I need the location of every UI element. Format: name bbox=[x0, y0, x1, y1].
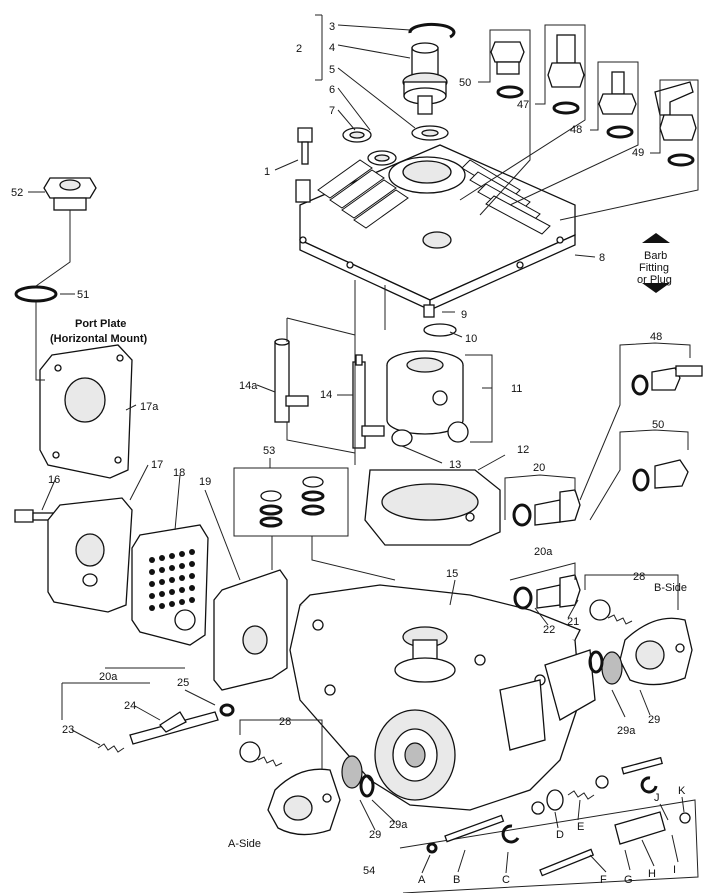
callout-23: 23 bbox=[62, 724, 74, 736]
callout-B: B bbox=[453, 874, 460, 886]
callout-19: 19 bbox=[199, 476, 211, 488]
callout-47: 47 bbox=[517, 99, 529, 111]
callout-J: J bbox=[654, 792, 660, 804]
callout-24: 24 bbox=[124, 700, 136, 712]
callout-E: E bbox=[577, 821, 584, 833]
callout-I: I bbox=[673, 864, 676, 876]
fittings-top-right bbox=[490, 34, 697, 167]
right-side-fittings bbox=[512, 365, 703, 610]
callout-1: 1 bbox=[264, 166, 270, 178]
callout-29-a-side: 29 bbox=[369, 829, 381, 841]
a-side-parts bbox=[239, 741, 375, 836]
callout-F: F bbox=[600, 874, 607, 886]
callout-29a-a-side: 29a bbox=[389, 819, 408, 831]
callout-16: 16 bbox=[48, 474, 60, 486]
a-side-label: A-Side bbox=[228, 838, 261, 850]
port-plate-title: Port Plate bbox=[75, 318, 126, 330]
main-housing-part bbox=[289, 584, 596, 811]
callout-K: K bbox=[678, 785, 686, 797]
callout-14: 14 bbox=[320, 389, 332, 401]
port-plate-subtitle: (Horizontal Mount) bbox=[50, 333, 147, 345]
end-cap-plates bbox=[14, 497, 288, 691]
callout-8: 8 bbox=[599, 252, 605, 264]
callout-29-b-side: 29 bbox=[648, 714, 660, 726]
callout-14a: 14a bbox=[239, 380, 258, 392]
text-labels: Port Plate (Horizontal Mount) Barb Fitti… bbox=[50, 250, 687, 850]
callout-53: 53 bbox=[263, 445, 275, 457]
callout-29a-b-side: 29a bbox=[617, 725, 636, 737]
callout-52: 52 bbox=[11, 187, 23, 199]
callout-3: 3 bbox=[329, 21, 335, 33]
callout-20: 20 bbox=[533, 462, 545, 474]
b-side-parts bbox=[588, 599, 693, 686]
barb-label-line3: or Plug bbox=[637, 274, 672, 286]
callout-7: 7 bbox=[329, 105, 335, 117]
callout-20a-left: 20a bbox=[99, 671, 118, 683]
callout-A: A bbox=[418, 874, 426, 886]
callout-D: D bbox=[556, 829, 564, 841]
callout-2: 2 bbox=[296, 43, 302, 55]
callout-20a: 20a bbox=[534, 546, 553, 558]
callout-6: 6 bbox=[329, 84, 335, 96]
bypass-kit-54 bbox=[399, 756, 699, 893]
callout-28-b-side: 28 bbox=[633, 571, 645, 583]
port-plate-horizontal-parts bbox=[14, 177, 133, 479]
callout-11: 11 bbox=[511, 383, 522, 395]
callout-13: 13 bbox=[449, 459, 461, 471]
callout-C: C bbox=[502, 874, 510, 886]
callout-17a: 17a bbox=[140, 401, 159, 413]
callout-12: 12 bbox=[517, 444, 529, 456]
lower-left-rod-parts bbox=[97, 703, 235, 753]
callout-51: 51 bbox=[77, 289, 89, 301]
up-down-arrow-icon bbox=[642, 233, 670, 293]
callout-labels: 1 2 3 4 5 6 7 8 9 10 11 12 13 14 14a 15 … bbox=[11, 21, 686, 886]
callout-10: 10 bbox=[465, 333, 477, 345]
middle-parts bbox=[233, 304, 501, 546]
callout-15: 15 bbox=[446, 568, 458, 580]
top-internal-parts bbox=[297, 22, 456, 166]
callout-17: 17 bbox=[151, 459, 163, 471]
callout-50: 50 bbox=[459, 77, 471, 89]
callout-22: 22 bbox=[543, 624, 555, 636]
callout-H: H bbox=[648, 868, 656, 880]
callout-28-a-side: 28 bbox=[279, 716, 291, 728]
barb-label-line1: Barb bbox=[644, 250, 667, 262]
callout-54: 54 bbox=[363, 865, 375, 877]
callout-4: 4 bbox=[329, 42, 335, 54]
b-side-label: B-Side bbox=[654, 582, 687, 594]
callout-5: 5 bbox=[329, 64, 335, 76]
callout-G: G bbox=[624, 874, 633, 886]
leader-lines bbox=[28, 14, 699, 874]
callout-18: 18 bbox=[173, 467, 185, 479]
barb-label-line2: Fitting bbox=[639, 262, 669, 274]
callout-25: 25 bbox=[177, 677, 189, 689]
housing-cover-part bbox=[295, 144, 576, 312]
callout-21: 21 bbox=[567, 616, 579, 628]
callout-48-right: 48 bbox=[650, 331, 662, 343]
callout-9: 9 bbox=[461, 309, 467, 321]
callout-49: 49 bbox=[632, 147, 644, 159]
callout-48: 48 bbox=[570, 124, 582, 136]
callout-50-right: 50 bbox=[652, 419, 664, 431]
